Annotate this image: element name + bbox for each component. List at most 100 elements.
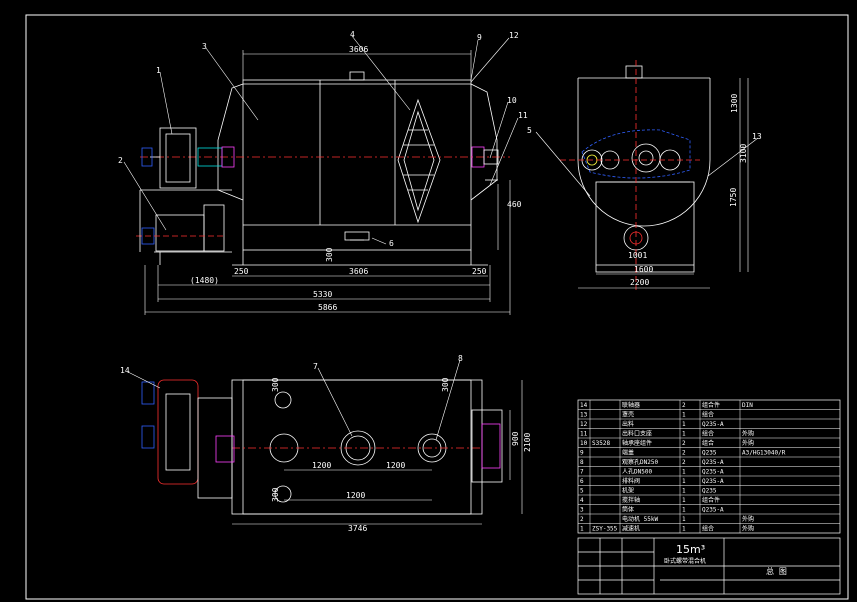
bom-cell-mat: Q235-A [702, 469, 724, 476]
bom-cell-mat: Q235-A [702, 459, 724, 466]
bom-cell-qty: 1 [682, 516, 686, 523]
bom-cell-qty: 1 [682, 497, 686, 504]
side-view [560, 60, 711, 290]
part-label-1: 1 [156, 66, 161, 75]
dim-height-460: 460 [507, 200, 522, 209]
bom-cell-code: S3528 [592, 440, 610, 447]
part-label-13: 13 [752, 132, 762, 141]
dim-top-1200-b: 1200 [386, 461, 405, 470]
reducer-top [157, 379, 199, 485]
front-view [136, 71, 510, 266]
bom-cell-name: 电动机 55kW [622, 515, 658, 523]
bom-cell-no: 13 [580, 412, 588, 419]
part-label-11: 11 [518, 111, 528, 120]
bom-cell-qty: 2 [682, 440, 686, 447]
bom-cell-mat: Q235-A [702, 507, 724, 514]
bom-cell-no: 4 [580, 497, 584, 504]
part-label-9: 9 [477, 33, 482, 42]
bom-cell-name: 罩壳 [622, 411, 634, 419]
side-dims [535, 78, 759, 289]
dim-side-1600: 1600 [634, 265, 653, 274]
bom-cell-note: 外购 [742, 430, 754, 438]
bom-cell-name: 观察孔DN250 [622, 458, 658, 466]
dim-side-1750: 1750 [729, 188, 738, 207]
bom-cell-mat: 组合件 [702, 401, 720, 409]
part-label-4: 4 [350, 30, 355, 39]
bom-cell-no: 10 [580, 440, 588, 447]
bom-cell-mat: 组合 [702, 430, 714, 438]
bom-cell-note: 外购 [742, 525, 754, 533]
dim-top-2100: 2100 [523, 433, 532, 452]
dim-top-300-a: 300 [271, 377, 280, 392]
bom-cell-name: 排料阀 [622, 477, 640, 485]
bom-cell-name: 减速机 [622, 525, 640, 533]
dim-top-900: 900 [511, 431, 520, 446]
bom-cell-no: 14 [580, 402, 588, 409]
bom-cell-qty: 1 [682, 421, 686, 428]
dim-left-extension: (1480) [190, 276, 219, 285]
bom-cell-mat: 组合件 [702, 496, 720, 504]
bom-cell-qty: 1 [682, 488, 686, 495]
front-dims [144, 50, 511, 315]
trough-body [242, 79, 472, 251]
bom-cell-no: 9 [580, 450, 584, 457]
drawing-frame [25, 14, 849, 600]
dim-top-300-c: 300 [271, 487, 280, 502]
title-block [577, 537, 841, 595]
bom-cell-name: 端盖 [622, 449, 634, 457]
ribbon-agitator [397, 98, 441, 224]
top-dims [127, 359, 523, 525]
bom-cell-no: 8 [580, 459, 584, 466]
title-drawing: 总 图 [766, 566, 787, 576]
top-view [141, 379, 503, 515]
bom-cell-name: 出料 [622, 420, 634, 428]
title-capacity: 15m³ [676, 543, 705, 556]
bom-cell-note: 外购 [742, 439, 754, 447]
bom-cell-no: 3 [580, 507, 584, 514]
bom-cell-mat: 组合 [702, 525, 714, 533]
part-label-8: 8 [458, 354, 463, 363]
part-label-5: 5 [527, 126, 532, 135]
bom-cell-mat: Q235-A [702, 421, 724, 428]
dim-drain-300: 300 [325, 247, 334, 262]
dim-side-2200: 2200 [630, 278, 649, 287]
dim-side-1300: 1300 [730, 94, 739, 113]
bom-cell-name: 联轴器 [622, 401, 640, 409]
bom-cell-qty: 1 [682, 478, 686, 485]
bom-cell-no: 11 [580, 431, 588, 438]
dim-right-250: 250 [472, 267, 487, 276]
bom-cell-note: A3/HG13040/R [742, 450, 786, 457]
bom-cell-qty: 1 [682, 412, 686, 419]
bom-cell-qty: 1 [682, 526, 686, 533]
bom-cell-name: 搅拌轴 [622, 496, 640, 504]
dim-top-300-b: 300 [441, 377, 450, 392]
dim-side-1001: 1001 [628, 251, 647, 260]
bom-cell-no: 2 [580, 516, 584, 523]
part-label-12: 12 [509, 31, 519, 40]
bom-cell-qty: 2 [682, 402, 686, 409]
bom-cell-name: 机架 [622, 487, 634, 495]
bom-cell-qty: 1 [682, 431, 686, 438]
bom-cell-code: ZSY-355 [592, 526, 618, 533]
bom-cell-qty: 1 [682, 469, 686, 476]
bom-cell-mat: Q235-A [702, 478, 724, 485]
bom-cell-note: DIN [742, 402, 753, 409]
motor [155, 214, 205, 252]
bom-cell-name: 轴承座组件 [622, 439, 652, 447]
part-label-10: 10 [507, 96, 517, 105]
bom-cell-mat: 组合 [702, 411, 714, 419]
dim-left-250: 250 [234, 267, 249, 276]
dim-overall-5866: 5866 [318, 303, 337, 312]
bom-cell-mat: Q235 [702, 450, 717, 457]
bom-cell-no: 7 [580, 469, 584, 476]
dim-top-3746: 3746 [348, 524, 367, 533]
u-trough [577, 159, 711, 227]
part-label-2: 2 [118, 156, 123, 165]
bom-cell-mat: Q235 [702, 488, 717, 495]
dim-top-1200-c: 1200 [346, 491, 365, 500]
bom-cell-no: 1 [580, 526, 584, 533]
part-label-7: 7 [313, 362, 318, 371]
bom-cell-note: 外购 [742, 515, 754, 523]
